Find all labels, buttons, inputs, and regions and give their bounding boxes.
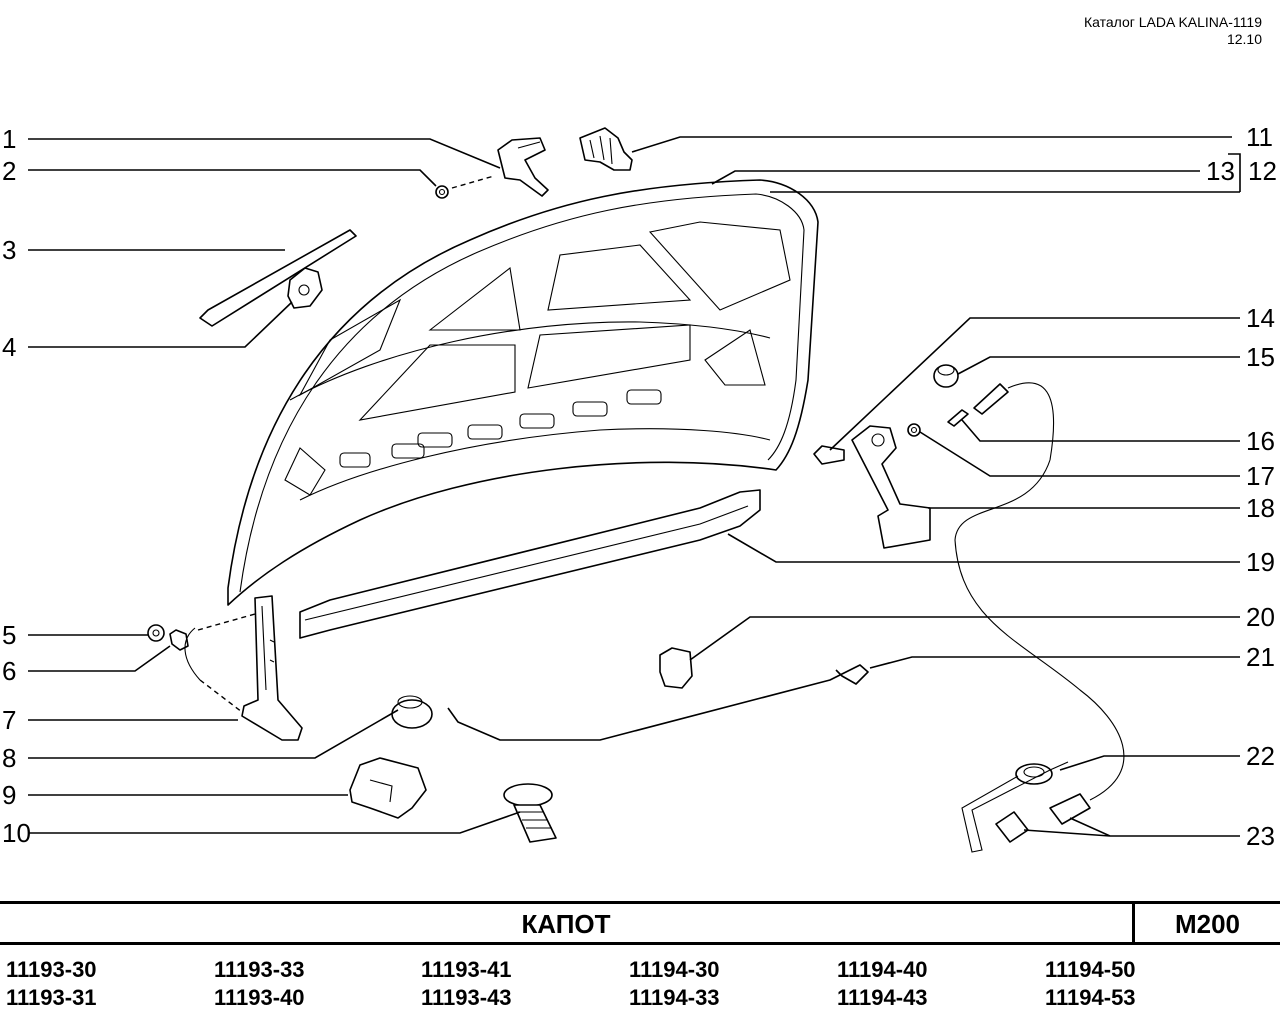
callout-8: 8 <box>2 743 16 773</box>
catalog-header: Каталог LADA KALINA-1119 12.10 <box>1084 14 1262 48</box>
callout-13: 13 <box>1206 156 1235 186</box>
model-code: 11193-30 <box>6 957 97 982</box>
cable-clamp[interactable] <box>659 647 693 689</box>
callout-4: 4 <box>2 332 16 362</box>
callout-11: 11 <box>1246 122 1273 152</box>
hood-hinge[interactable] <box>241 595 303 741</box>
callout-6: 6 <box>2 656 16 686</box>
grommet[interactable] <box>933 364 959 388</box>
nut[interactable] <box>435 185 449 199</box>
small-washer[interactable] <box>907 423 921 437</box>
callout-18: 18 <box>1246 493 1275 523</box>
hood-lock-hook[interactable] <box>497 137 549 197</box>
callout-22: 22 <box>1246 741 1275 771</box>
cable-fitting[interactable] <box>995 793 1091 843</box>
leader-lines <box>28 136 1241 837</box>
callout-23: 23 <box>1246 821 1275 851</box>
hinge-bolt[interactable] <box>169 629 189 651</box>
callout-12: 12 <box>1248 156 1277 186</box>
callout-19: 19 <box>1246 547 1275 577</box>
callout-15: 15 <box>1246 342 1275 372</box>
model-code: 11193-31 <box>6 985 97 1010</box>
catalog-title: Каталог LADA KALINA-1119 <box>1083 14 1262 30</box>
model-code: 11194-50 <box>1045 957 1136 982</box>
model-code: 11193-33 <box>214 957 305 982</box>
callout-20: 20 <box>1246 602 1275 632</box>
retaining-clip[interactable] <box>349 757 427 819</box>
callout-3: 3 <box>2 235 16 265</box>
model-code: 11193-41 <box>421 957 512 982</box>
hood-prop-rod[interactable] <box>447 664 869 741</box>
callout-9: 9 <box>2 780 16 810</box>
rubber-plug[interactable] <box>391 695 433 729</box>
callout-10: 10 <box>2 818 31 848</box>
washer[interactable] <box>147 624 165 642</box>
prop-rod-bolt[interactable] <box>813 445 845 465</box>
callout-1: 1 <box>2 124 16 154</box>
bracket-plate[interactable] <box>287 267 323 309</box>
threaded-plug[interactable] <box>503 783 557 843</box>
bump-stop[interactable] <box>579 127 633 171</box>
model-code: 11194-30 <box>629 957 720 982</box>
hood-panel[interactable] <box>227 179 819 606</box>
release-lever[interactable] <box>851 425 931 549</box>
model-code: 11194-40 <box>837 957 928 982</box>
model-code: 11194-43 <box>837 985 928 1010</box>
section-title: КАПОТ <box>521 909 611 939</box>
cable-end[interactable] <box>947 383 1009 427</box>
callout-2: 2 <box>2 156 16 186</box>
callout-16: 16 <box>1246 426 1275 456</box>
callout-21: 21 <box>1246 642 1275 672</box>
callout-17: 17 <box>1246 461 1275 491</box>
callout-14: 14 <box>1246 303 1275 333</box>
model-code: 11193-43 <box>421 985 512 1010</box>
callout-7: 7 <box>2 705 16 735</box>
model-code: 11194-53 <box>1045 985 1136 1010</box>
title-block: КАПОТ M200 <box>0 901 1280 945</box>
release-cable[interactable] <box>954 459 1125 801</box>
callout-5: 5 <box>2 620 16 650</box>
front-support-bar[interactable] <box>299 489 761 639</box>
section-code: M200 <box>1132 904 1280 942</box>
model-code: 11194-33 <box>629 985 720 1010</box>
model-list: 11193-30 11193-31 11193-33 11193-40 1119… <box>0 956 1280 1016</box>
hood-seal[interactable] <box>199 229 357 327</box>
model-code: 11193-40 <box>214 985 305 1010</box>
catalog-date: 12.10 <box>1226 31 1262 47</box>
lock-spring[interactable] <box>961 761 1069 853</box>
hood-parts-diagram: 1 2 3 4 5 6 7 8 9 10 11 13 12 14 15 16 1… <box>2 122 1277 853</box>
